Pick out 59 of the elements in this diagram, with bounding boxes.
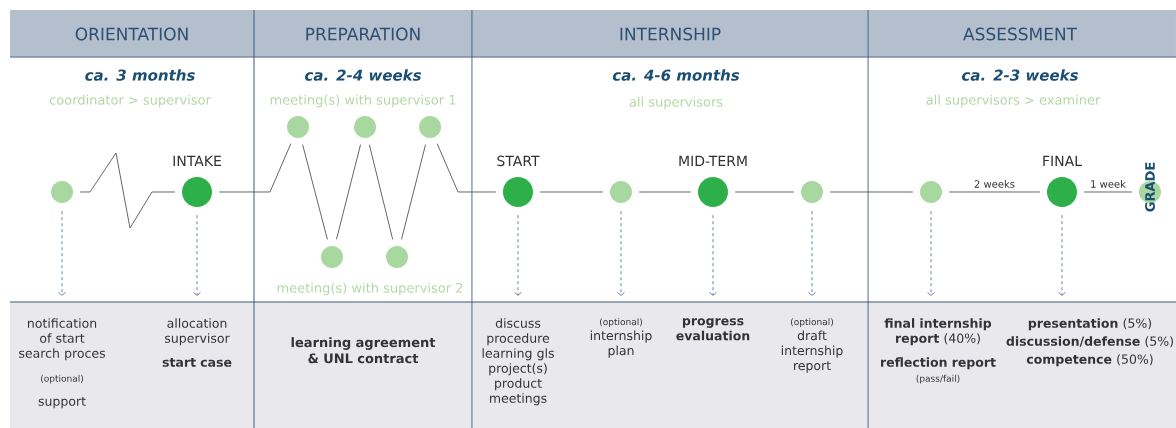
milestone-circle <box>321 246 343 268</box>
duration-label: ca. 3 months <box>85 69 195 81</box>
milestone-label: INTAKE <box>173 155 221 166</box>
activity-text: progress evaluation <box>676 318 750 341</box>
deliverable-text: learning agreement & UNL contract <box>291 337 436 364</box>
dashed-arrow <box>58 210 66 296</box>
milestone-circle <box>610 181 632 203</box>
milestone-circle <box>801 181 823 203</box>
milestone-circle <box>51 181 73 203</box>
milestone-label: FINAL <box>1043 155 1082 166</box>
phase-heading: ORIENTATION <box>75 27 188 41</box>
timeline-line <box>79 152 176 229</box>
role-label: meeting(s) with supervisor 2 <box>277 282 463 296</box>
duration-label: ca. 2-4 weeks <box>305 69 422 81</box>
dashed-arrow <box>514 214 522 296</box>
edge-label: 1 week <box>1089 179 1127 189</box>
dashed-arrow <box>617 210 625 296</box>
timeline-line <box>336 144 361 240</box>
activity-text: (optional) internship plan <box>590 318 652 358</box>
timeline-line <box>368 144 394 240</box>
phase-heading: PREPARATION <box>306 27 420 41</box>
timeline-line <box>218 143 292 193</box>
dashed-arrow <box>193 214 201 296</box>
milestone-circle <box>354 116 376 138</box>
grade-label: GRADE <box>1145 162 1155 212</box>
activity-text: final internship report (40%) reflection report (pass/fail) <box>881 318 996 384</box>
dashed-arrow <box>709 214 717 296</box>
timeline-line <box>539 191 604 193</box>
role-label: all supervisors > examiner <box>926 94 1101 108</box>
milestone-label: MID-TERM <box>679 155 747 166</box>
activity-text: (optional) draft internship report <box>781 318 843 373</box>
role-label: coordinator > supervisor <box>49 94 211 108</box>
role-label: all supervisors <box>629 96 723 110</box>
duration-label: ca. 4-6 months <box>612 69 740 81</box>
phase-heading: ASSESSMENT <box>963 27 1078 41</box>
activity-text: notification of start search proces (optional) support <box>19 318 105 409</box>
activity-text: discuss procedure learning gls project(s) product meetings <box>482 318 554 406</box>
dashed-arrow <box>1058 214 1066 296</box>
milestone-label: START <box>497 155 540 167</box>
timeline-line <box>829 191 914 193</box>
timeline-line <box>302 144 328 240</box>
timeline-line <box>638 191 692 193</box>
milestone-circle <box>419 116 441 138</box>
timeline-line <box>401 144 426 240</box>
timeline-line <box>734 191 795 193</box>
activity-text: allocation supervisor start case <box>162 318 232 367</box>
milestone-circle <box>386 246 408 268</box>
edge-label: 2 weeks <box>973 179 1016 189</box>
milestone-circle <box>287 116 309 138</box>
timeline-line <box>1083 191 1133 193</box>
milestone-circle <box>920 181 942 203</box>
phase-heading: INTERNSHIP <box>620 27 721 41</box>
timeline-line <box>948 191 1041 193</box>
dashed-arrow <box>927 210 935 296</box>
activity-text: presentation (5%) discussion/defense (5%) competence (50%) <box>1006 318 1173 367</box>
timeline-line <box>436 143 497 193</box>
role-label: meeting(s) with supervisor 1 <box>270 94 456 108</box>
duration-label: ca. 2-3 weeks <box>962 69 1078 81</box>
dashed-arrow <box>808 210 816 296</box>
